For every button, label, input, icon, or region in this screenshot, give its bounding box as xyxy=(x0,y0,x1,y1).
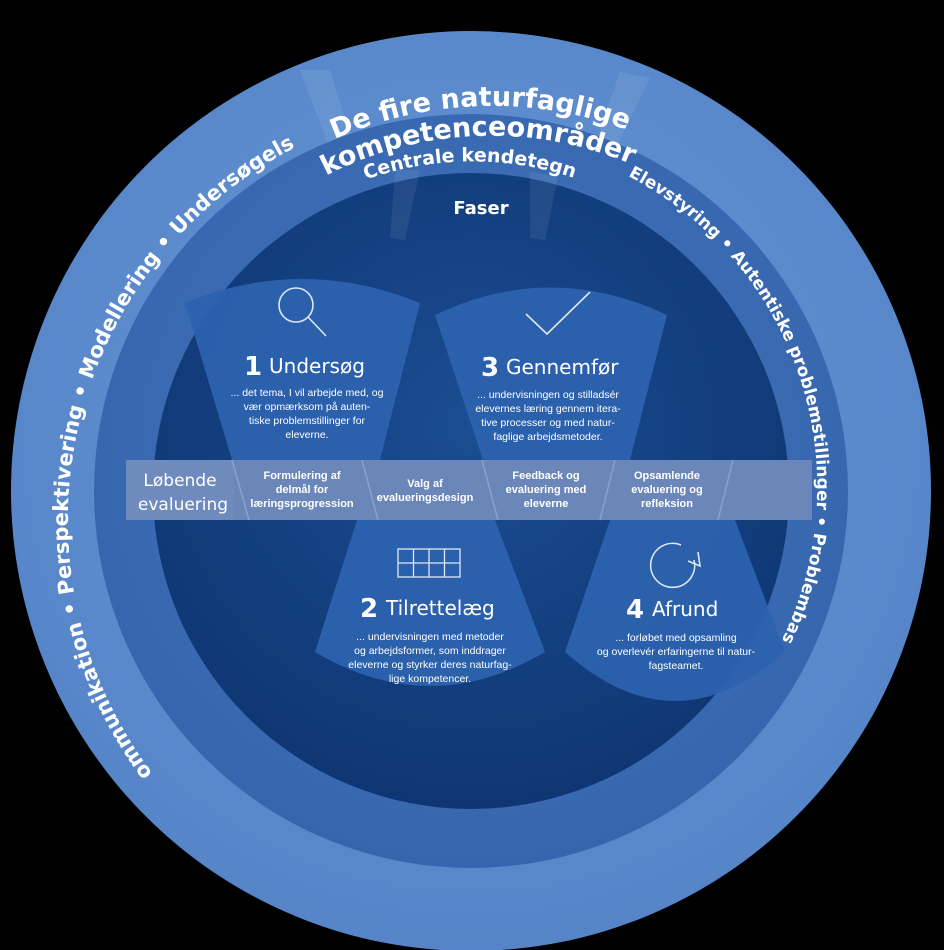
phase-2-desc-line1: ... undervisningen med metoder xyxy=(356,631,504,643)
phase-4-number: 4 xyxy=(626,595,644,625)
grid-icon xyxy=(397,548,461,578)
evaluation-band-title-line2: evaluering xyxy=(138,495,228,515)
refresh-icon xyxy=(649,542,701,589)
phase-3-desc-line3: tive processer og med natur- xyxy=(481,417,615,429)
band-separator-5 xyxy=(717,459,734,521)
band-segment-1: Formulering af delmål for læringsprogres… xyxy=(250,470,354,510)
band-separator-3 xyxy=(481,459,499,521)
phase-3-name: Gennemfør xyxy=(506,355,619,379)
phase-2-number: 2 xyxy=(360,594,378,624)
phase-3-desc-line2: elevernes læring gennem itera- xyxy=(475,403,621,415)
band-segment-2-line1: Valg af xyxy=(407,478,443,490)
phase-1-desc-line4: eleverne. xyxy=(285,429,328,441)
band-separator-4 xyxy=(599,459,616,521)
phase-3-desc-line1: ... undervisningen og stilladsér xyxy=(477,389,619,401)
phase-3: 3 Gennemfør ... undervisningen og stilla… xyxy=(475,291,621,443)
phase-4-desc-line1: ... forløbet med opsamling xyxy=(615,632,737,644)
phase-2-desc-line4: lige kompetencer. xyxy=(389,673,471,685)
checkmark-icon xyxy=(525,291,591,336)
band-separator-1 xyxy=(231,459,250,521)
inner-ray-right xyxy=(530,172,558,240)
phase-3-desc-line4: faglige arbejdsmetoder. xyxy=(493,431,602,443)
phase-4: 4 Afrund ... forløbet med opsamling og o… xyxy=(597,542,756,672)
phase-4-name: Afrund xyxy=(652,597,718,621)
phase-4-desc-line2: og overlevér erfaringerne til natur- xyxy=(597,646,756,658)
phase-1-desc-line2: vær opmærksom på auten- xyxy=(244,401,371,413)
phase-3-number: 3 xyxy=(481,353,499,383)
evaluation-band-title-line1: Løbende xyxy=(143,471,216,491)
phase-4-shape xyxy=(565,520,785,701)
band-segment-3-line3: eleverne xyxy=(524,498,569,510)
phase-2-name: Tilrettelæg xyxy=(385,596,495,620)
phase-1-number: 1 xyxy=(244,352,262,382)
band-segment-3-line1: Feedback og xyxy=(512,470,579,482)
band-segment-4-line3: refleksion xyxy=(641,498,693,510)
band-segment-4: Opsamlende evaluering og refleksion xyxy=(631,470,703,510)
inner-ray-left xyxy=(390,170,420,240)
band-segment-1-line3: læringsprogression xyxy=(250,498,354,510)
band-segment-3: Feedback og evaluering med eleverne xyxy=(506,470,587,510)
phase-2-desc-line3: eleverne og styrker deres naturfag- xyxy=(348,659,512,671)
inner-title: Faser xyxy=(453,198,508,219)
phase-1-desc-line1: ... det tema, I vil arbejde med, og xyxy=(231,387,384,399)
band-segment-4-line2: evaluering og xyxy=(631,484,703,496)
phase-3-shape xyxy=(435,287,667,460)
band-segment-2-line2: evalueringsdesign xyxy=(377,492,474,504)
phase-1: 1 Undersøg ... det tema, I vil arbejde m… xyxy=(231,287,384,441)
phase-2-desc-line2: og arbejdsformer, som inddrager xyxy=(354,645,506,657)
phase-4-desc-line3: fagsteamet. xyxy=(649,660,704,672)
phase-2: 2 Tilrettelæg ... undervisningen med met… xyxy=(348,548,512,685)
phase-1-shape xyxy=(185,279,420,460)
band-separator-2 xyxy=(361,459,379,521)
phase-1-name: Undersøg xyxy=(269,354,365,378)
band-segment-3-line2: evaluering med xyxy=(506,484,587,496)
evaluation-band-title-bg xyxy=(126,460,234,520)
magnifier-icon xyxy=(278,287,327,337)
phase-1-desc-line3: tiske problemstillinger for xyxy=(249,415,366,427)
band-segment-1-line2: delmål for xyxy=(276,484,329,496)
phase-2-shape xyxy=(315,520,545,686)
band-segment-4-line1: Opsamlende xyxy=(634,470,700,482)
band-segment-2: Valg af evalueringsdesign xyxy=(377,478,474,504)
band-segment-1-line1: Formulering af xyxy=(263,470,340,482)
